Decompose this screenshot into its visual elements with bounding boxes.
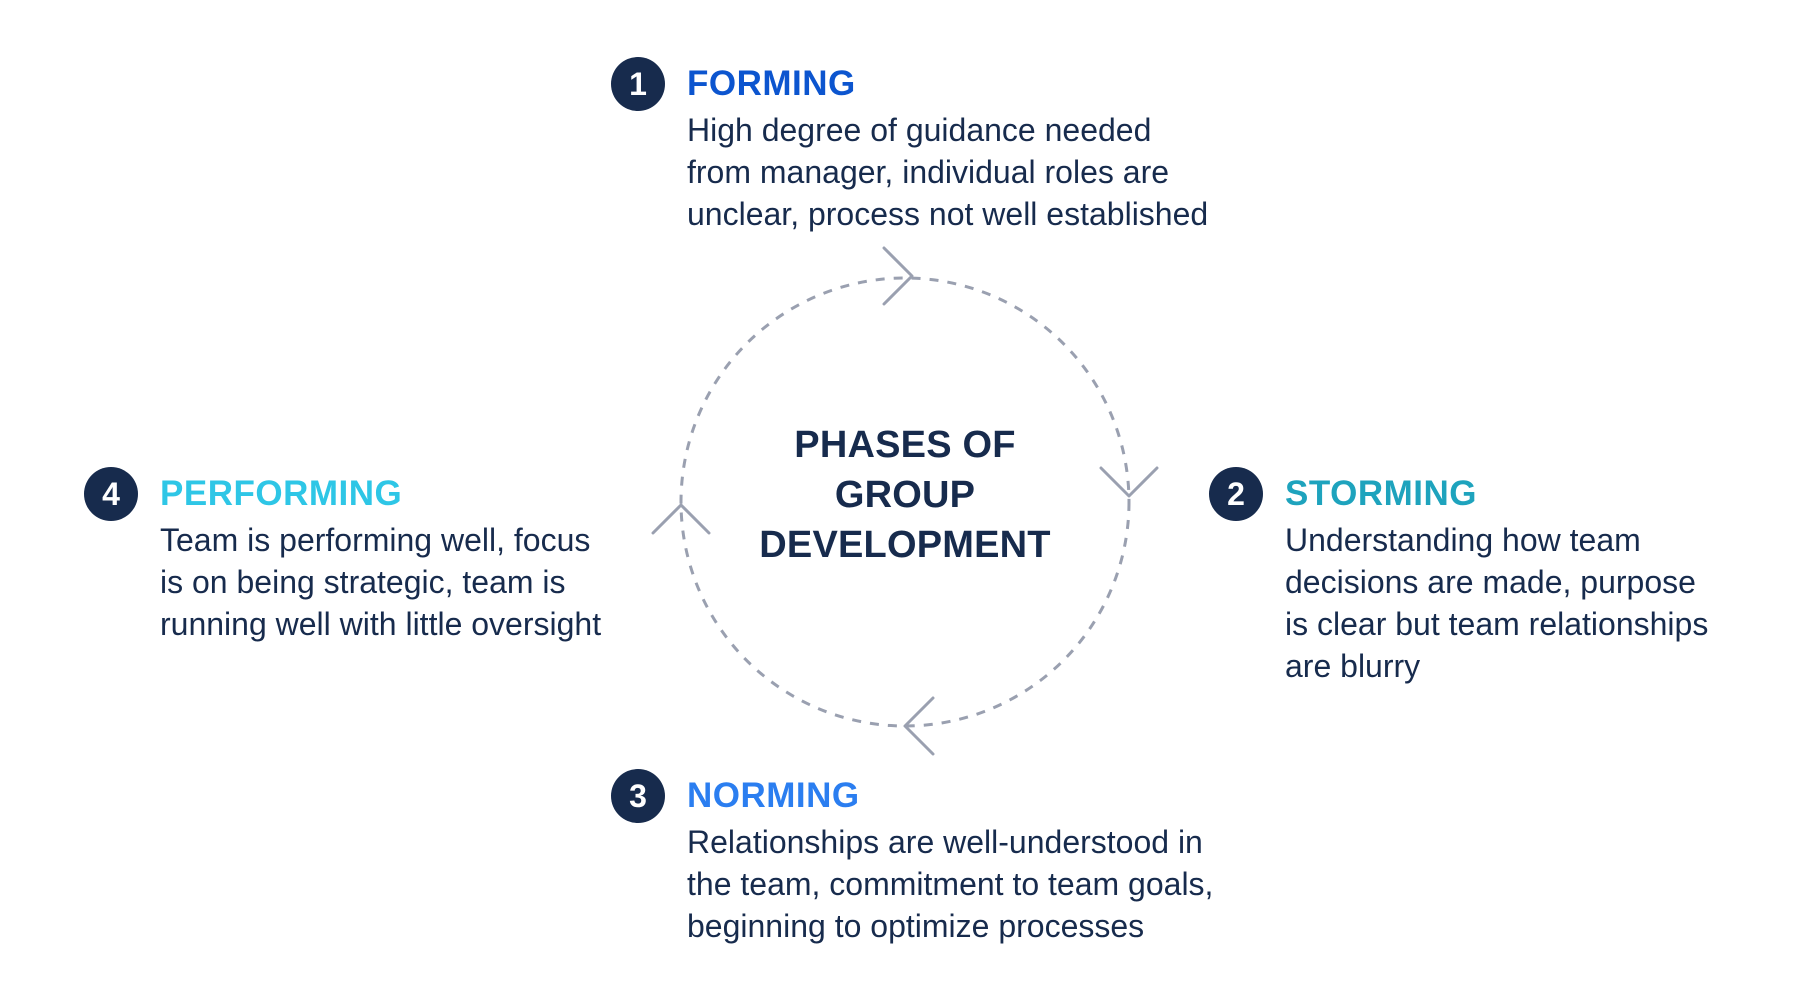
arrow-right-icon [882, 246, 914, 306]
phase-description-line: is on being strategic, team is [160, 564, 566, 600]
phase-number-badge: 2 [1209, 467, 1263, 521]
phase-description-line: Team is performing well, focus [160, 522, 591, 558]
phase-description-line: is clear but team relationships [1285, 606, 1709, 642]
phase-number-badge: 1 [611, 57, 665, 111]
phase-description-line: Understanding how team [1285, 522, 1641, 558]
phase-description: Relationships are well-understood in the… [687, 821, 1213, 947]
arrow-left-icon [903, 696, 935, 756]
phase-description-line: High degree of guidance needed [687, 112, 1152, 148]
phase-description-line: running well with little oversight [160, 606, 602, 642]
phase-description: High degree of guidance needed from mana… [687, 109, 1208, 235]
phase-name: FORMING [687, 64, 856, 103]
phase-description-line: unclear, process not well established [687, 196, 1209, 232]
phase-name: PERFORMING [160, 474, 403, 513]
arrow-down-icon [1099, 466, 1159, 498]
phase-description: Understanding how team decisions are mad… [1285, 519, 1708, 687]
diagram-title-line: DEVELOPMENT [759, 524, 1051, 566]
arrow-up-icon [651, 503, 711, 535]
phase-name: STORMING [1285, 474, 1477, 513]
phase-description-line: are blurry [1285, 648, 1421, 684]
phase-description-line: the team, commitment to team goals, [687, 866, 1214, 902]
phase-number-badge: 4 [84, 467, 138, 521]
diagram-title-line: PHASES OF [794, 424, 1016, 466]
phase-description-line: from manager, individual roles are [687, 154, 1170, 190]
diagram-title-line: GROUP [834, 474, 976, 516]
phase-name: NORMING [687, 776, 860, 815]
phase-description: Team is performing well, focus is on bei… [160, 519, 601, 645]
diagram-title: PHASES OF GROUP DEVELOPMENT [700, 420, 1110, 570]
phase-description-line: decisions are made, purpose [1285, 564, 1696, 600]
phase-description-line: beginning to optimize processes [687, 908, 1145, 944]
dashed-cycle-ring [679, 276, 1131, 728]
phase-number-badge: 3 [611, 769, 665, 823]
phase-description-line: Relationships are well-understood in [687, 824, 1203, 860]
